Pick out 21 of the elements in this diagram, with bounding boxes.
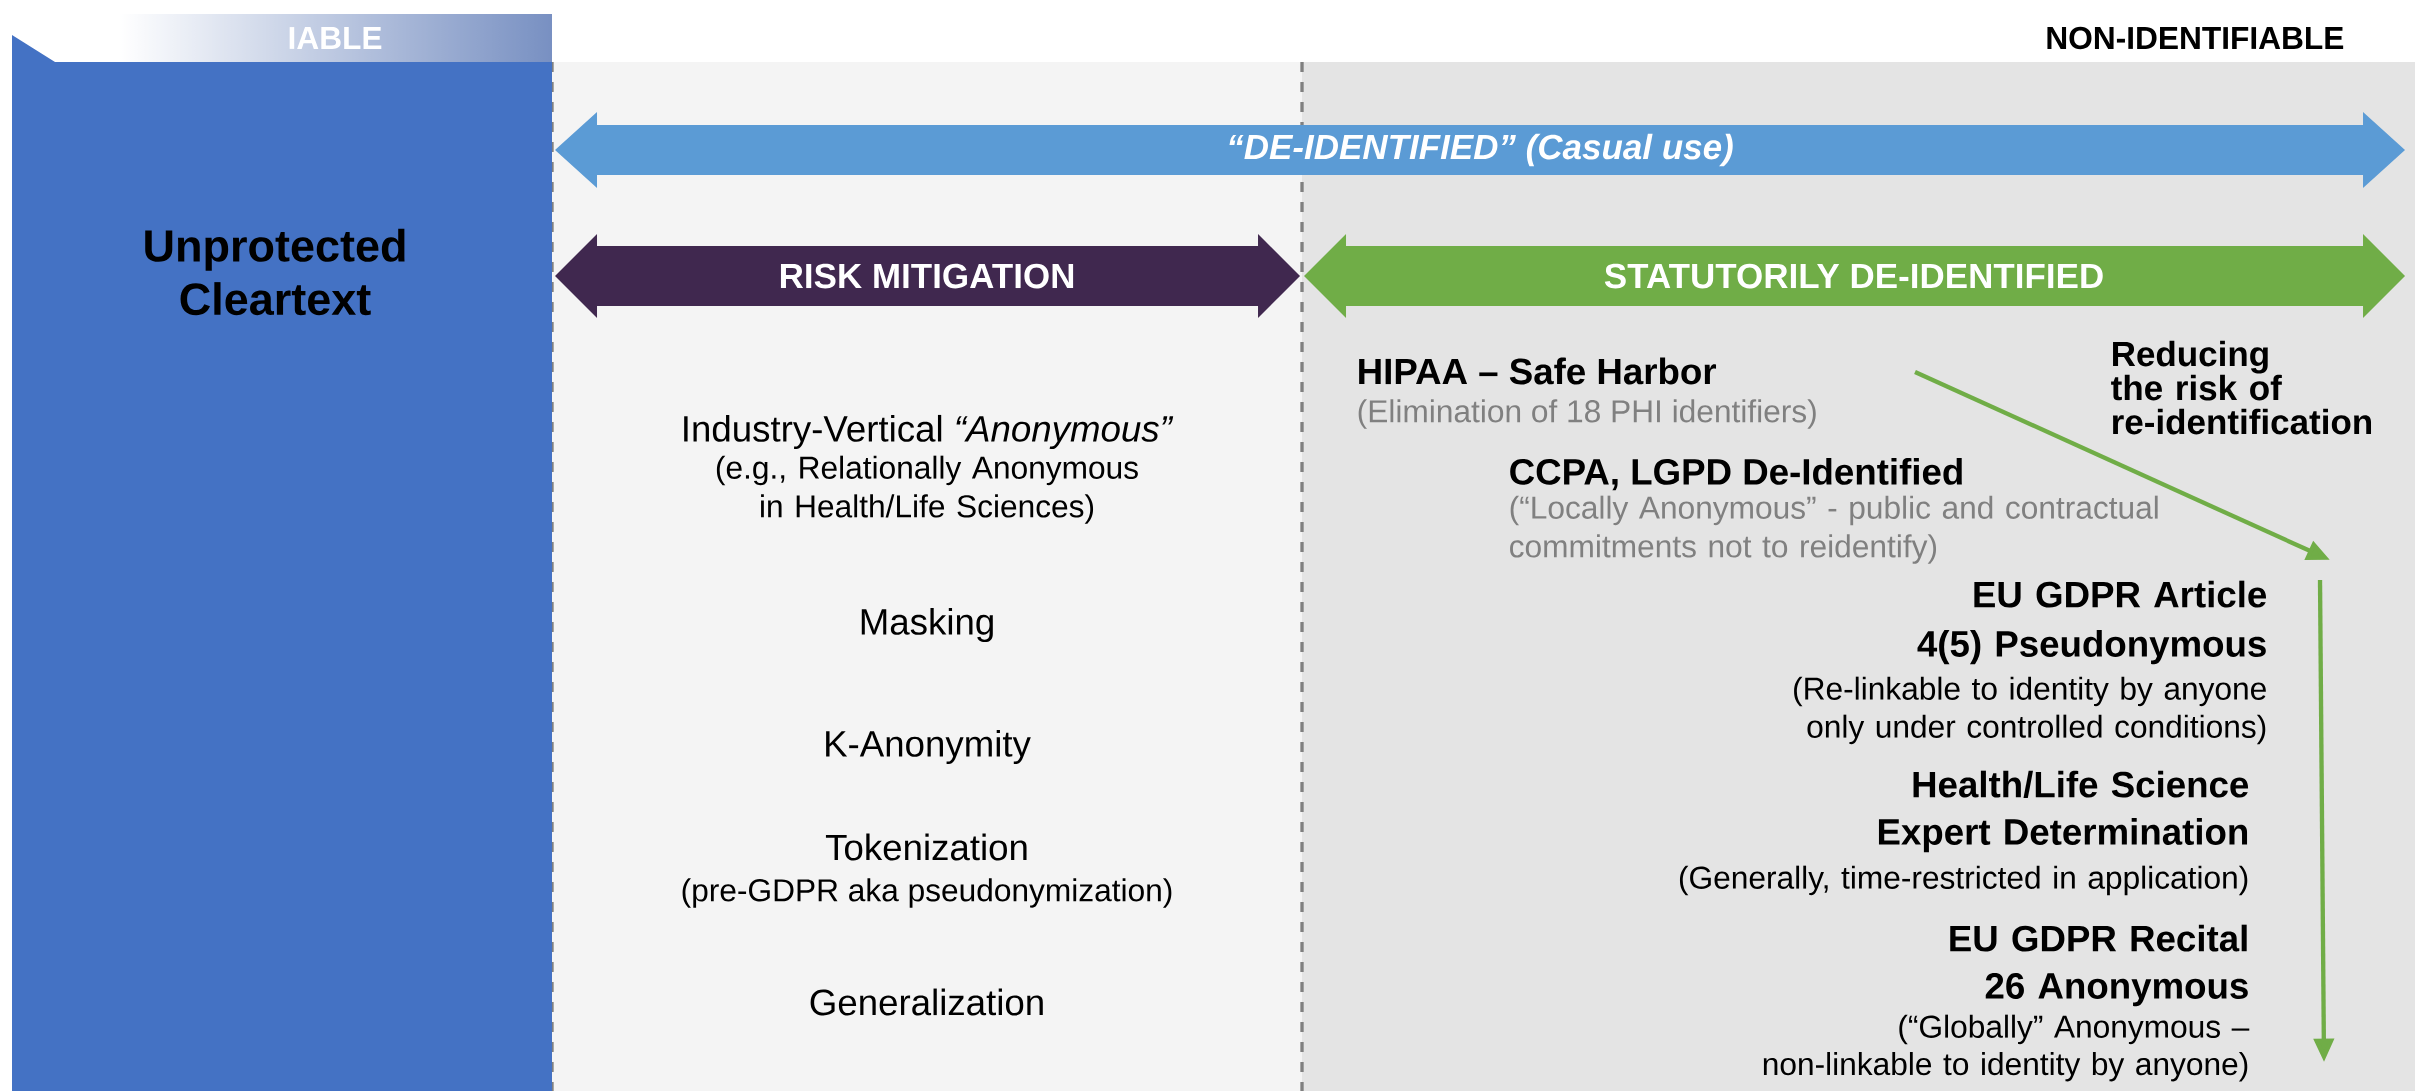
technique-name: Generalization — [810, 988, 1043, 1016]
note-text: (pre-GDPR aka pseudonymization) — [682, 878, 1172, 908]
note-text: (Generally, time-restricted in application) — [1679, 865, 2248, 896]
technique-name: Tokenization — [825, 833, 1027, 861]
category-title: Health/Life Science Expert Determination — [1878, 770, 2249, 853]
technique-name: Masking — [861, 607, 993, 643]
technique-name: K-Anonymity — [826, 729, 1031, 765]
note-text: (Re-linkable to identity by anyone only under controlled conditions) — [1794, 676, 2266, 745]
double-arrow-band: RISK MITIGATION — [555, 234, 1300, 318]
note-text: (e.g., Relationally Anonymous in Health/Life Sciences) — [716, 455, 1138, 524]
category-title: EU GDPR Recital 26 Anonymous — [1950, 924, 2248, 1007]
note-text: (“Locally Anonymous” - public and contractual commitments not to reidentify) — [1510, 495, 2158, 564]
heading: NON-IDENTIFIABLE — [2047, 26, 2344, 50]
note-text: (“Globally” Anonymous – non-linkable to identity by anyone) — [1763, 1014, 2250, 1082]
technique-name: Industry-Vertical “Anonymous” — [684, 414, 1174, 450]
category-title: CCPA, LGPD De-Identified — [1510, 457, 1962, 491]
category-title: EU GDPR Article 4(5) Pseudonymous — [1917, 580, 2267, 665]
note-text: (Elimination of 18 PHI identifiers) — [1358, 399, 1816, 429]
double-arrow-band: STATUTORILY DE-IDENTIFIED — [1304, 234, 2405, 318]
double-arrow-band: “DE-IDENTIFIED” (Casual use) — [555, 112, 2405, 188]
category-title: HIPAA – Safe Harbor — [1359, 357, 1717, 385]
